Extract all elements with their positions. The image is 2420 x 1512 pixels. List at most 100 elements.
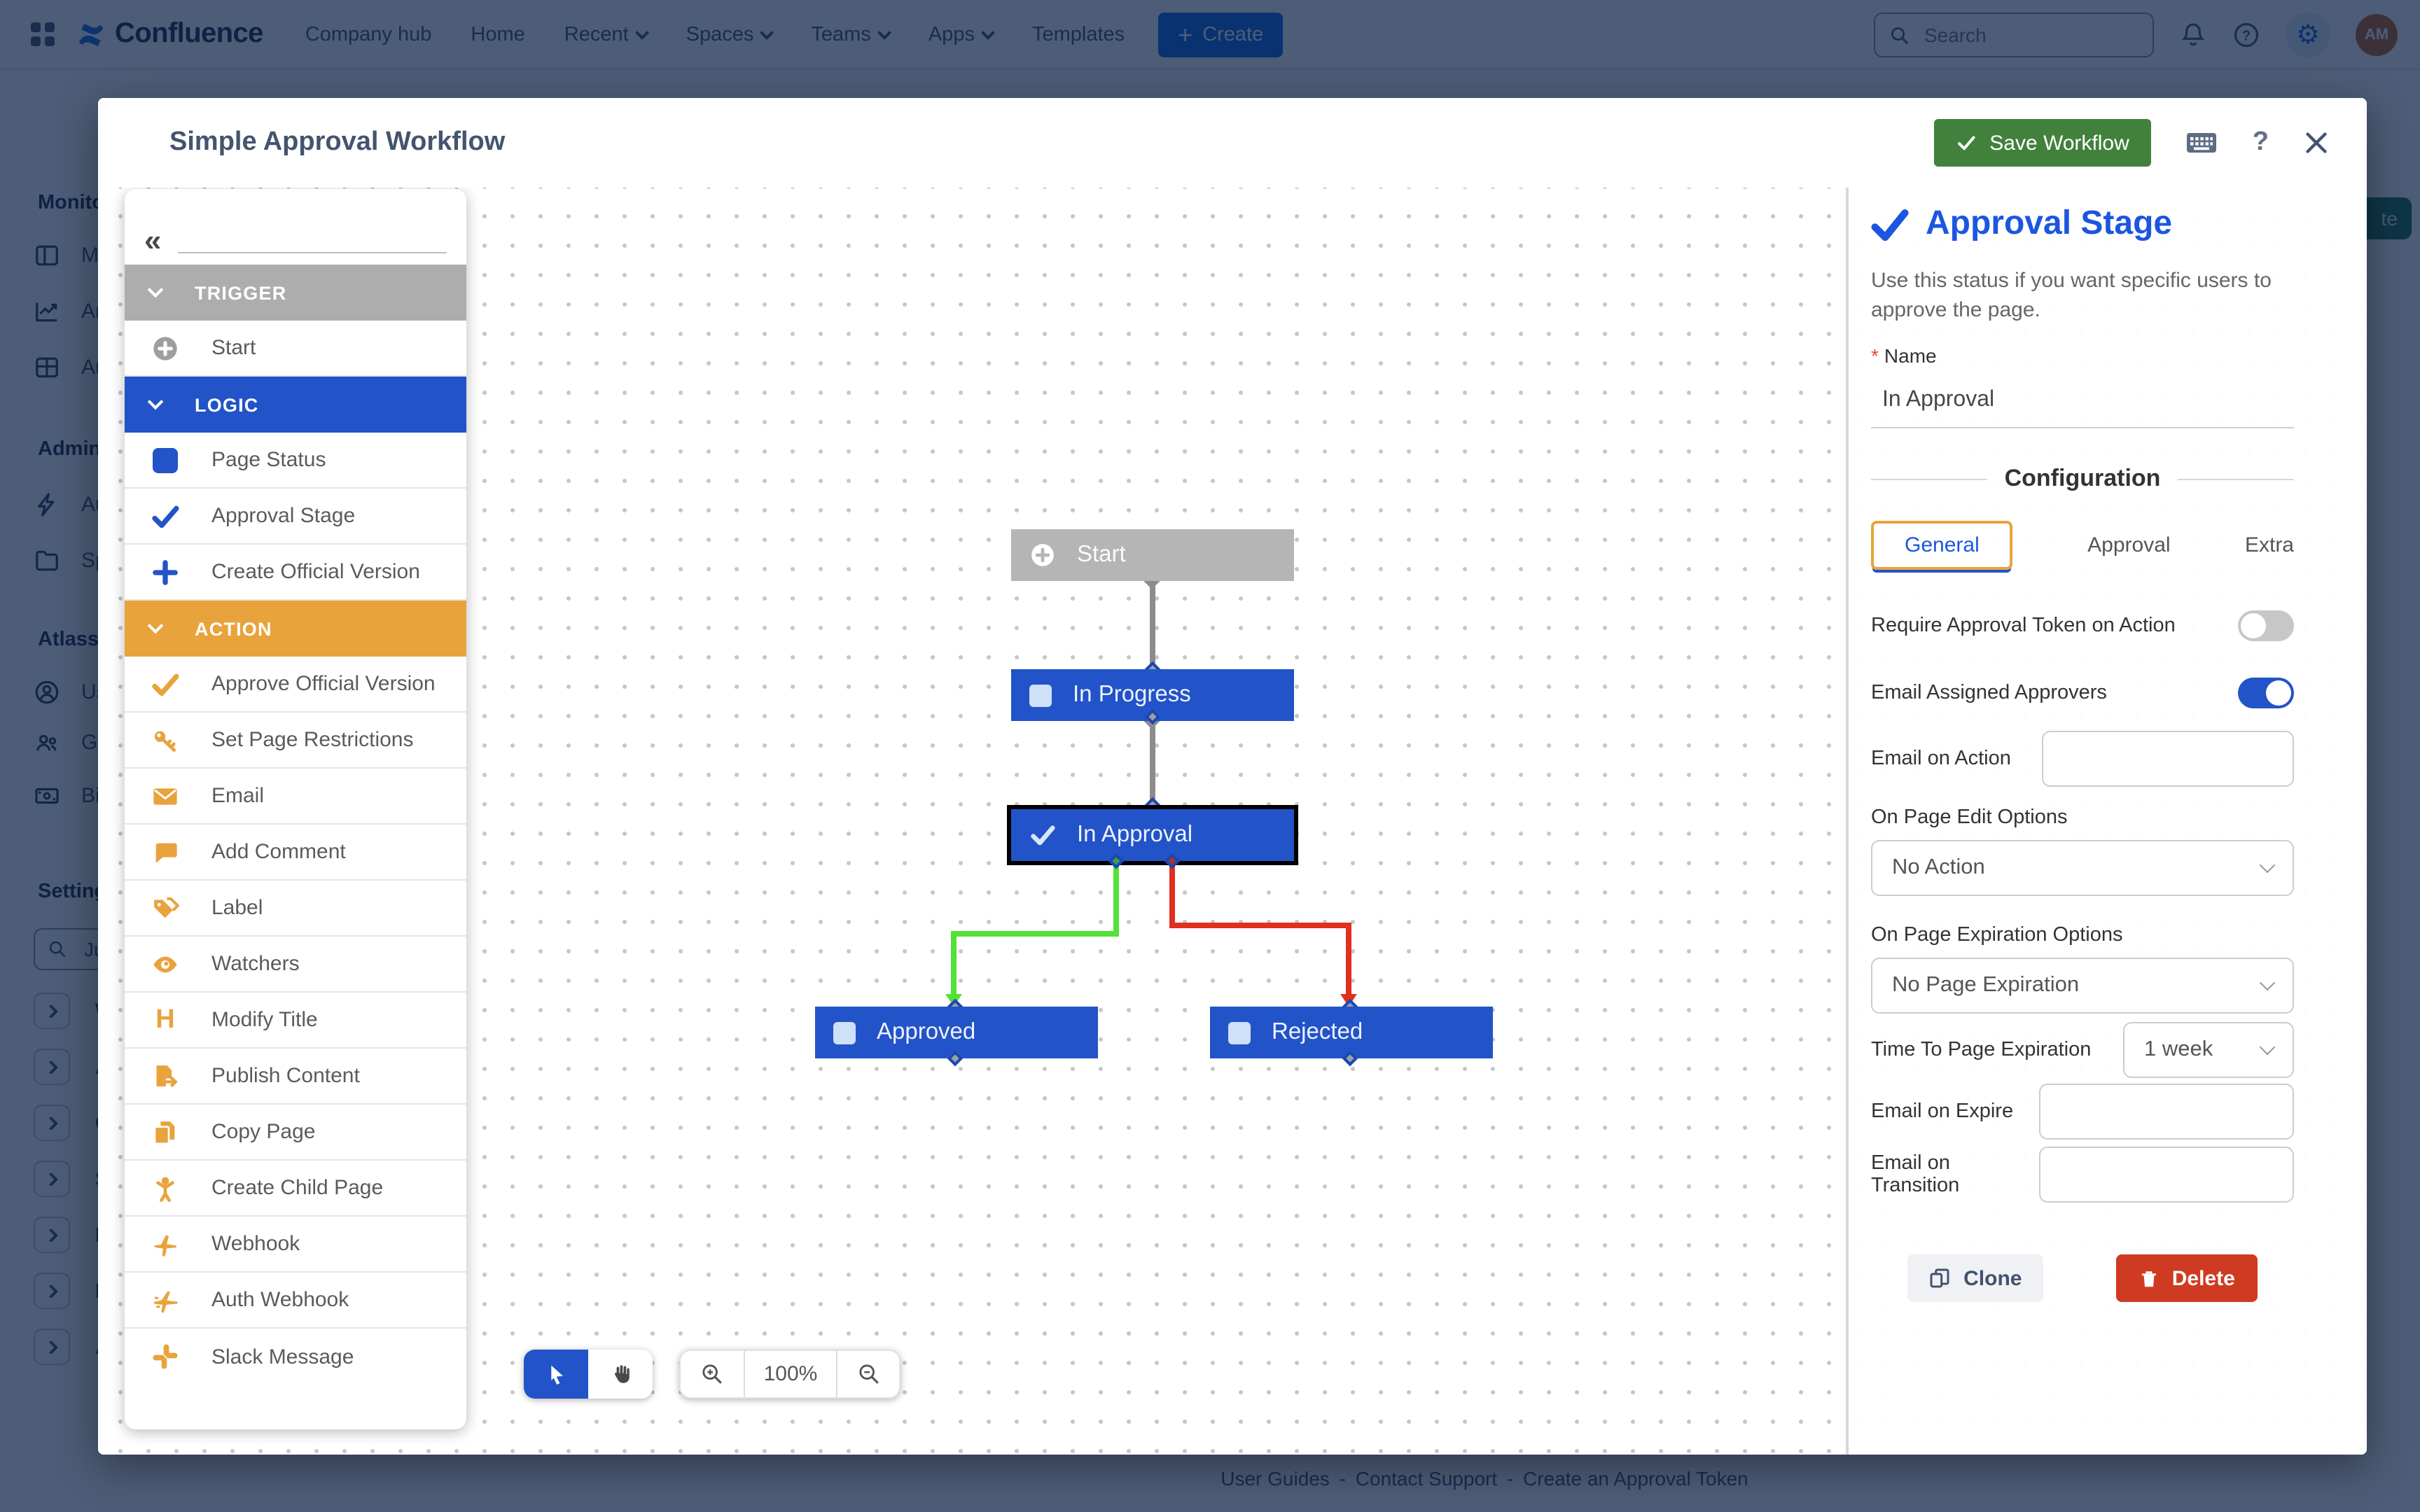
name-label: *Name xyxy=(1871,344,1937,367)
select-tool-button[interactable] xyxy=(524,1350,588,1399)
required-asterisk: * xyxy=(1871,344,1879,367)
connector-approve-segment xyxy=(1113,864,1119,937)
palette-item-create-official-version[interactable]: Create Official Version xyxy=(125,545,466,601)
copy-icon xyxy=(153,1121,175,1144)
palette-item-page-status[interactable]: Page Status xyxy=(125,433,466,489)
slack-icon xyxy=(153,1344,178,1369)
palette-item-approval-stage[interactable]: Approval Stage xyxy=(125,489,466,545)
palette-item-create-child-page[interactable]: Create Child Page xyxy=(125,1161,466,1217)
connector-reject-segment xyxy=(1346,923,1351,1001)
palette-section-trigger[interactable]: TRIGGER xyxy=(125,265,466,321)
palette-item-copy-page[interactable]: Copy Page xyxy=(125,1105,466,1161)
field-require-token: Require Approval Token on Action xyxy=(1871,605,2294,647)
palette-item-approve-official-version[interactable]: Approve Official Version xyxy=(125,657,466,713)
field-email-on-action: Email on Action xyxy=(1871,731,2294,787)
chevron-down-icon xyxy=(147,617,164,634)
palette-section-action[interactable]: ACTION xyxy=(125,601,466,657)
close-icon[interactable] xyxy=(2302,129,2330,157)
on-page-expiration-select[interactable]: No Page Expiration xyxy=(1871,958,2294,1014)
configuration-divider: Configuration xyxy=(1871,465,2295,493)
modal-header: Simple Approval Workflow Save Workflow ? xyxy=(98,98,2367,188)
delete-button[interactable]: Delete xyxy=(2115,1254,2258,1302)
tab-general[interactable]: General xyxy=(1871,521,2013,570)
field-email-on-expire: Email on Expire xyxy=(1871,1084,2294,1140)
require-token-toggle[interactable] xyxy=(2238,610,2294,641)
keyboard-shortcuts-icon[interactable] xyxy=(2185,126,2219,160)
check-icon xyxy=(152,505,179,528)
connector-approve-segment xyxy=(951,931,1119,937)
start-circle-plus-icon xyxy=(1031,544,1054,566)
child-icon xyxy=(156,1176,174,1201)
email-on-action-input[interactable] xyxy=(2042,731,2294,787)
zoom-toolbar: 100% xyxy=(679,1350,900,1399)
tab-extra[interactable]: Extra xyxy=(2244,533,2294,557)
approval-check-icon xyxy=(1871,208,1909,241)
palette-item-watchers[interactable]: Watchers xyxy=(125,937,466,993)
palette-section-logic[interactable]: LOGIC xyxy=(125,377,466,433)
field-email-approvers: Email Assigned Approvers xyxy=(1871,669,2294,717)
modal-body: Start In Progress In Approval xyxy=(98,188,2367,1455)
node-rejected[interactable]: Rejected xyxy=(1210,1007,1493,1058)
clone-button[interactable]: Clone xyxy=(1907,1254,2043,1302)
chevron-down-icon xyxy=(2259,974,2276,991)
zoom-in-icon xyxy=(702,1364,722,1384)
palette-item-set-page-restrictions[interactable]: Set Page Restrictions xyxy=(125,713,466,769)
collapse-palette-button[interactable]: « xyxy=(144,223,162,258)
plane-icon xyxy=(153,1234,176,1256)
eye-icon xyxy=(153,955,177,972)
time-to-expiration-select[interactable]: 1 week xyxy=(2123,1022,2294,1078)
zoom-in-button[interactable] xyxy=(681,1351,744,1397)
palette-item-modify-title[interactable]: H Modify Title xyxy=(125,993,466,1049)
palette-item-slack-message[interactable]: Slack Message xyxy=(125,1329,466,1385)
page-status-icon xyxy=(1029,684,1052,706)
pointer-mode-toolbar xyxy=(524,1350,653,1399)
page-status-icon xyxy=(153,447,178,472)
on-page-edit-select[interactable]: No Action xyxy=(1871,840,2294,896)
connector-inprogress-inapproval xyxy=(1150,715,1155,813)
workflow-help-icon[interactable]: ? xyxy=(2252,127,2269,157)
pan-tool-button[interactable] xyxy=(588,1350,653,1399)
node-in-approval-selected[interactable]: In Approval xyxy=(1007,805,1298,865)
publish-icon xyxy=(156,1065,178,1087)
tag-icon xyxy=(154,896,179,918)
key-icon xyxy=(154,730,176,751)
check-icon xyxy=(1957,136,1975,150)
palette-item-add-comment[interactable]: Add Comment xyxy=(125,825,466,881)
chevron-down-icon xyxy=(147,281,164,298)
zoom-out-icon xyxy=(858,1364,878,1384)
palette-item-auth-webhook[interactable]: Auth Webhook xyxy=(125,1273,466,1329)
connector-start-inprogress xyxy=(1150,575,1155,673)
chevron-down-icon xyxy=(2259,857,2276,874)
clone-icon xyxy=(1930,1268,1949,1288)
connector-reject-segment xyxy=(1169,923,1351,928)
config-tabs: General Approval Extra xyxy=(1871,521,2294,570)
palette-item-webhook[interactable]: Webhook xyxy=(125,1217,466,1273)
config-panel: Approval Stage Use this status if you wa… xyxy=(1846,188,2367,1455)
panel-title: Approval Stage xyxy=(1871,204,2172,244)
email-approvers-toggle[interactable] xyxy=(2238,678,2294,708)
name-input[interactable] xyxy=(1871,372,2294,428)
palette-search-input[interactable] xyxy=(178,220,447,253)
node-start[interactable]: Start xyxy=(1011,529,1294,581)
panel-actions: Clone Delete xyxy=(1871,1254,2294,1302)
save-workflow-button[interactable]: Save Workflow xyxy=(1933,119,2152,167)
email-on-transition-input[interactable] xyxy=(2039,1147,2294,1203)
node-approved[interactable]: Approved xyxy=(815,1007,1098,1058)
palette-item-label[interactable]: Label xyxy=(125,881,466,937)
email-on-expire-input[interactable] xyxy=(2039,1084,2294,1140)
heading-icon: H xyxy=(155,1004,175,1034)
jet-icon xyxy=(153,1290,178,1312)
palette-item-publish-content[interactable]: Publish Content xyxy=(125,1049,466,1105)
palette-item-start[interactable]: Start xyxy=(125,321,466,377)
tab-approval[interactable]: Approval xyxy=(2087,533,2171,557)
node-in-progress[interactable]: In Progress xyxy=(1011,669,1294,721)
chevron-down-icon xyxy=(147,393,164,410)
on-page-expiration-label: On Page Expiration Options xyxy=(1871,924,2123,946)
connector-approve-segment xyxy=(951,931,957,1001)
check-icon xyxy=(152,673,179,696)
zoom-out-button[interactable] xyxy=(836,1351,899,1397)
palette-item-email[interactable]: Email xyxy=(125,769,466,825)
cursor-icon xyxy=(551,1364,563,1384)
page-status-icon xyxy=(1228,1021,1251,1044)
workflow-editor-modal: Simple Approval Workflow Save Workflow ? xyxy=(98,98,2367,1455)
